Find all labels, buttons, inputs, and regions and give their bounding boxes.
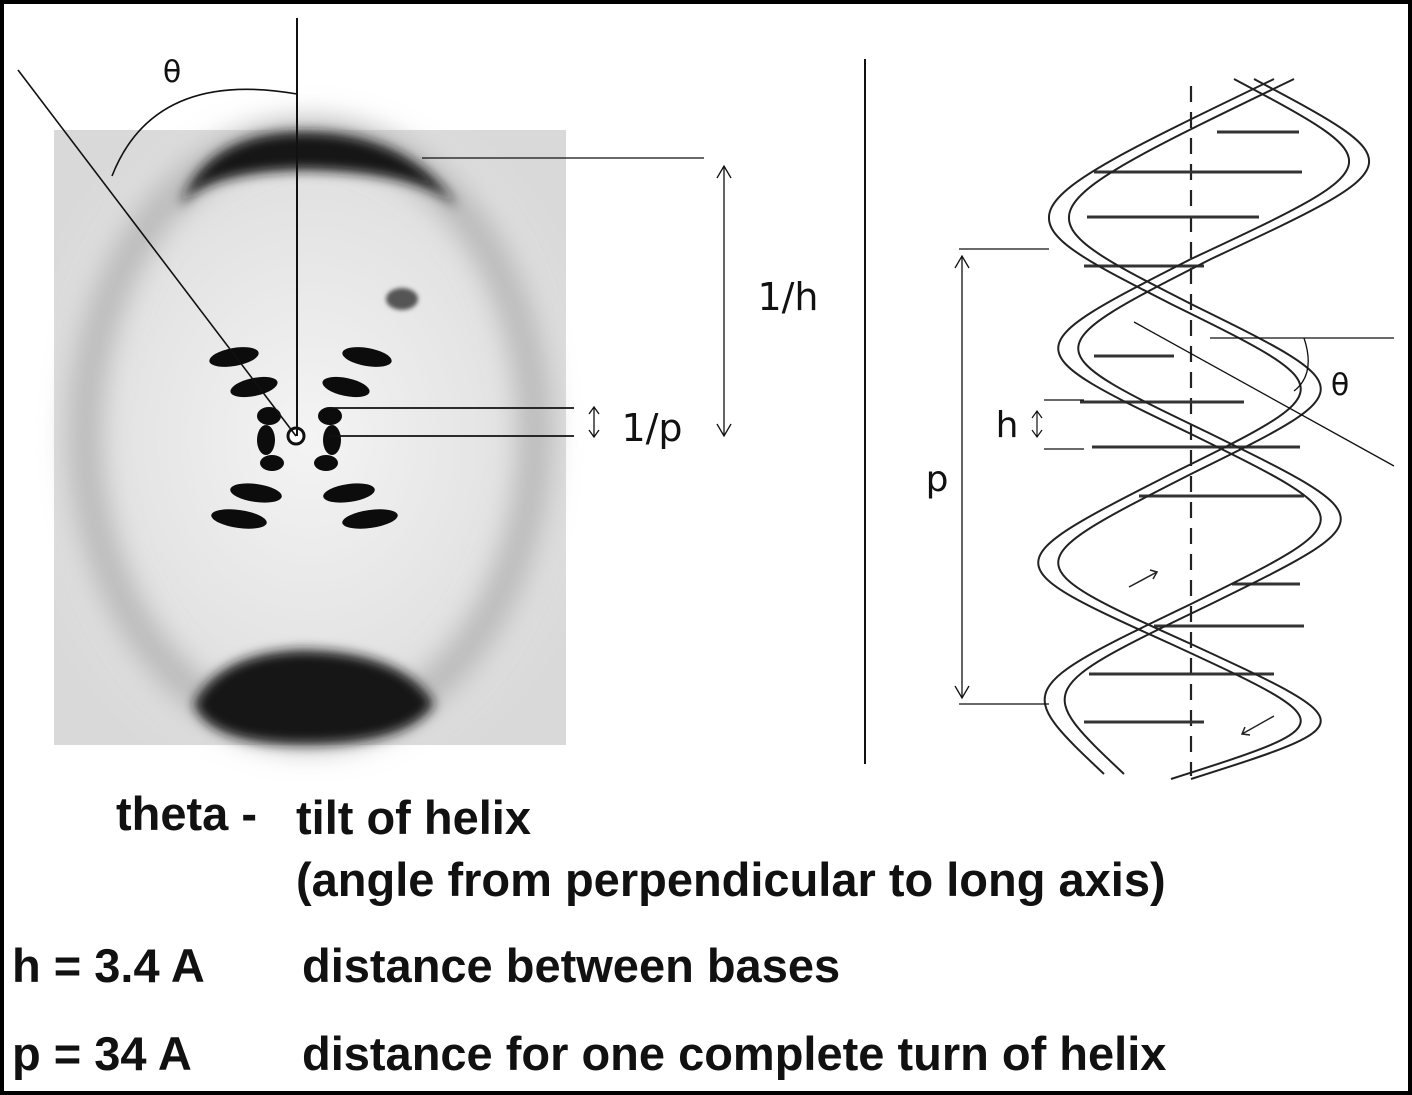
legend-h-desc: distance between bases xyxy=(302,939,841,992)
backbone-strand-1 xyxy=(1037,78,1322,780)
p-arrow-bottom xyxy=(588,429,600,439)
double-helix-diagram xyxy=(1037,76,1371,780)
figure-frame: θ 1/h 1/p xyxy=(4,4,1408,1091)
p-arrow-bottom-right xyxy=(954,685,970,700)
legend-theta-term: theta - xyxy=(116,787,257,840)
theta-arc-right xyxy=(1293,337,1309,392)
diffraction-spots xyxy=(209,347,398,529)
theta-arc xyxy=(111,88,298,177)
strand-direction-arrow-up xyxy=(1128,569,1159,588)
legend-p-term: p = 34 A xyxy=(12,1027,192,1080)
legend-h-term: h = 3.4 A xyxy=(12,939,205,992)
theta-label-right: θ xyxy=(1331,368,1349,403)
p-arrow-top-right xyxy=(954,254,970,269)
tilt-line xyxy=(17,69,297,437)
photo-annotations xyxy=(17,18,732,439)
h-arrow-top xyxy=(716,164,732,179)
diffraction-photo xyxy=(54,119,566,749)
p-arrow-top xyxy=(588,405,600,415)
h-label-right: h xyxy=(996,405,1019,446)
p-label-right: p xyxy=(926,459,949,500)
diffraction-helix-diagram: θ 1/h 1/p xyxy=(17,18,1395,780)
legend-p-desc: distance for one complete turn of helix xyxy=(302,1027,1167,1080)
one-over-h-label: 1/h xyxy=(757,275,818,319)
strand-tilt-line xyxy=(1133,321,1395,467)
theta-label-left: θ xyxy=(163,55,181,90)
h-arrow-top-right xyxy=(1031,409,1043,419)
one-over-p-label: 1/p xyxy=(621,406,682,450)
legend-theta-line1: tilt of helix xyxy=(296,791,531,844)
strand-direction-arrow-down xyxy=(1240,715,1275,736)
helix-annotations xyxy=(954,248,1395,705)
h-arrow-bottom-right xyxy=(1031,429,1043,439)
h-arrow-bottom xyxy=(716,423,732,438)
legend-theta-line2: (angle from perpendicular to long axis) xyxy=(296,853,1166,906)
base-pairs xyxy=(1080,130,1304,724)
backbone-strand-2 xyxy=(1043,78,1371,775)
